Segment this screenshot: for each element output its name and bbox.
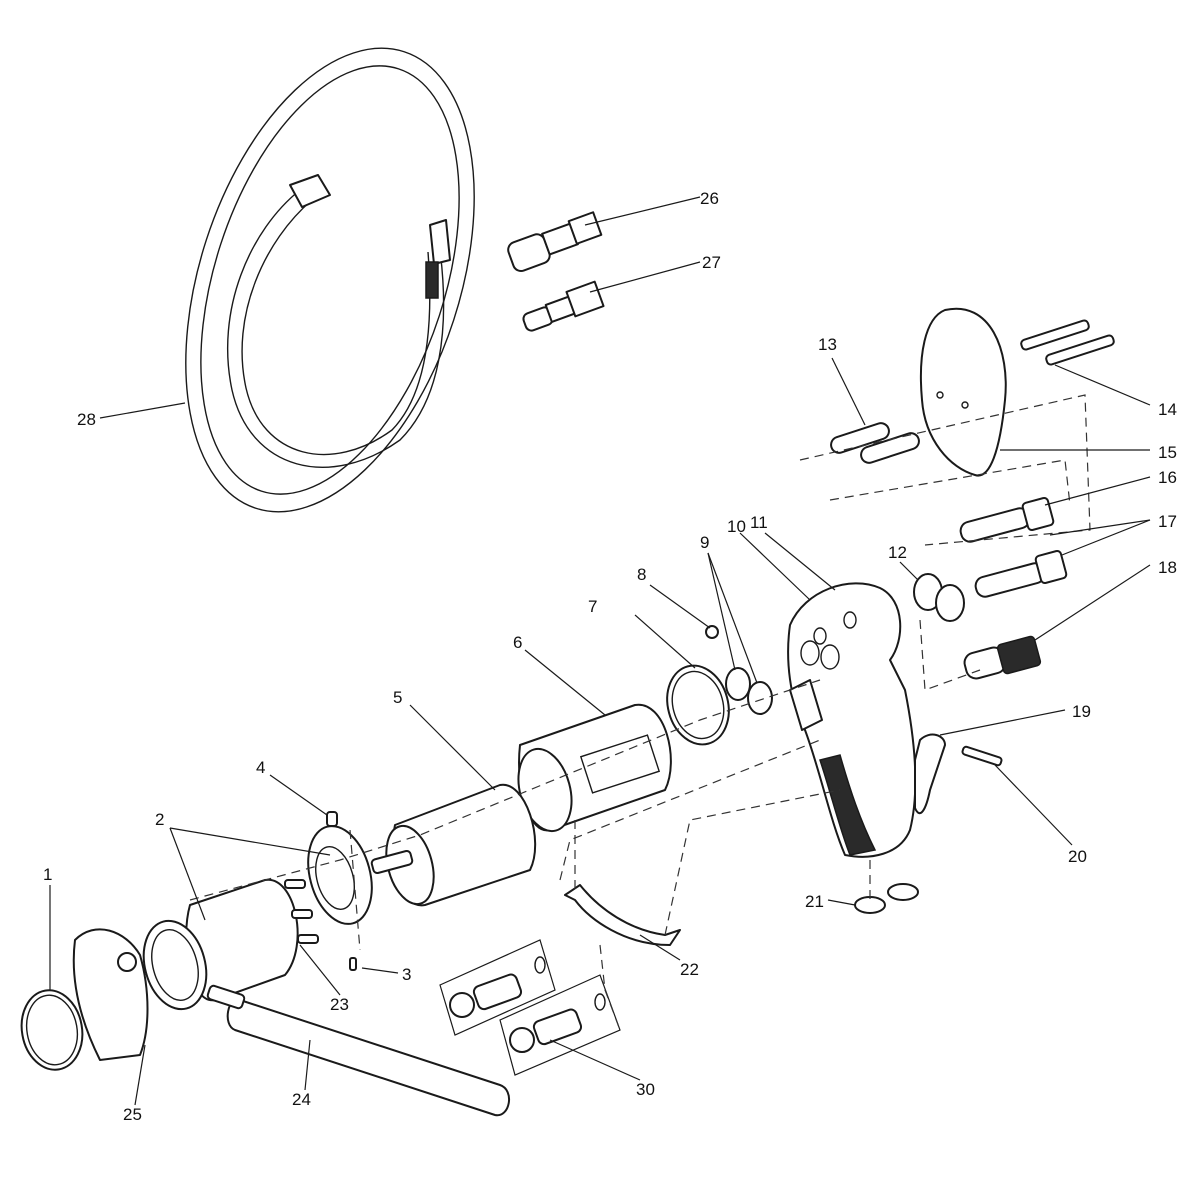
- label-6: 6: [513, 633, 522, 652]
- label-25: 25: [123, 1105, 142, 1124]
- label-15: 15: [1158, 443, 1177, 462]
- part-17-valve: [974, 550, 1068, 598]
- label-10: 10: [727, 517, 746, 536]
- part-10-11-handle: [787, 582, 917, 858]
- label-7: 7: [588, 597, 597, 616]
- part-5-motor: [370, 783, 537, 907]
- part-4-pin: [326, 811, 338, 827]
- label-11: 11: [750, 513, 768, 532]
- part-25-clamp: [72, 928, 149, 1061]
- label-16: 16: [1158, 468, 1177, 487]
- label-5: 5: [393, 688, 402, 707]
- part-24-side-handle: [206, 984, 510, 1117]
- label-8: 8: [637, 565, 646, 584]
- part-27-coupler: [522, 280, 605, 332]
- label-4: 4: [256, 758, 265, 777]
- part-22-strap: [564, 884, 681, 946]
- label-21: 21: [805, 892, 824, 911]
- part-6-housing: [517, 703, 672, 833]
- label-28: 28: [77, 410, 96, 429]
- label-14: 14: [1158, 400, 1177, 419]
- part-14-screws: [1020, 319, 1115, 366]
- part-7-ring: [666, 664, 730, 746]
- label-19: 19: [1072, 702, 1091, 721]
- label-26: 26: [700, 189, 719, 208]
- label-12: 12: [888, 543, 907, 562]
- assembly-dashed-lines: [189, 394, 1091, 1031]
- label-27: 27: [702, 253, 721, 272]
- part-21-seals: [854, 883, 919, 914]
- label-30: 30: [636, 1080, 655, 1099]
- part-15-plate: [919, 307, 1007, 477]
- part-3-pin: [349, 957, 357, 971]
- leader-lines: [49, 196, 1151, 1106]
- label-24: 24: [292, 1090, 311, 1109]
- label-20: 20: [1068, 847, 1087, 866]
- label-23: 23: [330, 995, 349, 1014]
- part-number-labels: 1 2 3 4 5 6 7 8 9 10 11 12 13 14 15 16 1…: [43, 189, 1177, 1124]
- part-8-washer: [705, 625, 719, 639]
- part-16-valve: [959, 497, 1055, 543]
- part-28-hose: [185, 47, 475, 513]
- label-17: 17: [1158, 512, 1177, 531]
- part-1-retaining-ring: [20, 989, 84, 1071]
- part-30-valve-kits: [439, 939, 621, 1076]
- label-22: 22: [680, 960, 699, 979]
- label-18: 18: [1158, 558, 1177, 577]
- part-18-inlet-fitting: [963, 635, 1042, 680]
- part-12-seals: [913, 573, 965, 622]
- label-3: 3: [402, 965, 411, 984]
- label-9: 9: [700, 533, 709, 552]
- label-2: 2: [155, 810, 164, 829]
- part-2-front-head: [142, 825, 373, 1011]
- label-1: 1: [43, 865, 52, 884]
- part-26-coupler: [507, 211, 603, 272]
- part-20-pin: [961, 745, 1003, 767]
- part-19-trigger: [914, 733, 946, 815]
- part-23-bolts: [284, 879, 319, 944]
- part-9-seals: [725, 667, 773, 715]
- label-13: 13: [818, 335, 837, 354]
